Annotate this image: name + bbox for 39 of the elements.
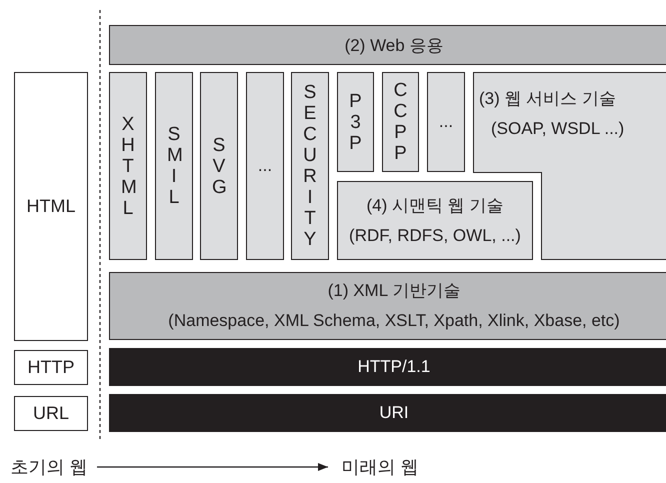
layer-box	[427, 72, 465, 172]
axis-label: 초기의 웹	[10, 456, 88, 479]
technology-box	[14, 350, 88, 385]
box-label: (RDF, RDFS, OWL, ...)	[349, 224, 521, 246]
box-label: XHTML	[121, 114, 135, 218]
layer-box	[337, 181, 533, 260]
layer-band	[109, 25, 666, 65]
box-label: (3) 웹 서비스 기술	[479, 88, 616, 110]
layer-box	[382, 72, 419, 172]
layer-box	[200, 72, 238, 260]
box-label: P3P	[348, 90, 362, 154]
technology-box	[14, 396, 88, 431]
box-label: SMIL	[167, 124, 181, 208]
axis-label: 미래의 웹	[341, 456, 418, 479]
protocol-bar	[109, 394, 666, 432]
box-label: ...	[438, 112, 454, 132]
arrow	[97, 463, 328, 471]
protocol-bar	[109, 348, 666, 386]
box-label: SVG	[212, 134, 226, 198]
box-label: (2) Web 응용	[344, 34, 444, 56]
box-label: URL	[32, 403, 69, 424]
layer-box	[109, 72, 147, 260]
layer-box	[291, 72, 329, 260]
box-label: (Namespace, XML Schema, XSLT, Xpath, Xlink, Xbase, etc)	[168, 310, 620, 332]
box-label: HTTP	[28, 357, 74, 378]
layer-box	[337, 72, 374, 172]
box-label: (SOAP, WSDL ...)	[491, 118, 624, 140]
box-label: CCPP	[394, 80, 408, 164]
layer-box	[155, 72, 193, 260]
box-label: (1) XML 기반기술	[328, 280, 460, 302]
box-label: HTTP/1.1	[358, 357, 430, 377]
box-label: HTML	[26, 196, 76, 217]
box-label: URI	[379, 403, 409, 423]
layer-box	[246, 72, 284, 260]
technology-box	[14, 72, 88, 341]
box-label: SECURITY	[303, 82, 317, 250]
box-label: ...	[258, 156, 272, 176]
box-label: (4) 시맨틱 웹 기술	[366, 194, 504, 216]
layer-band	[109, 272, 666, 340]
